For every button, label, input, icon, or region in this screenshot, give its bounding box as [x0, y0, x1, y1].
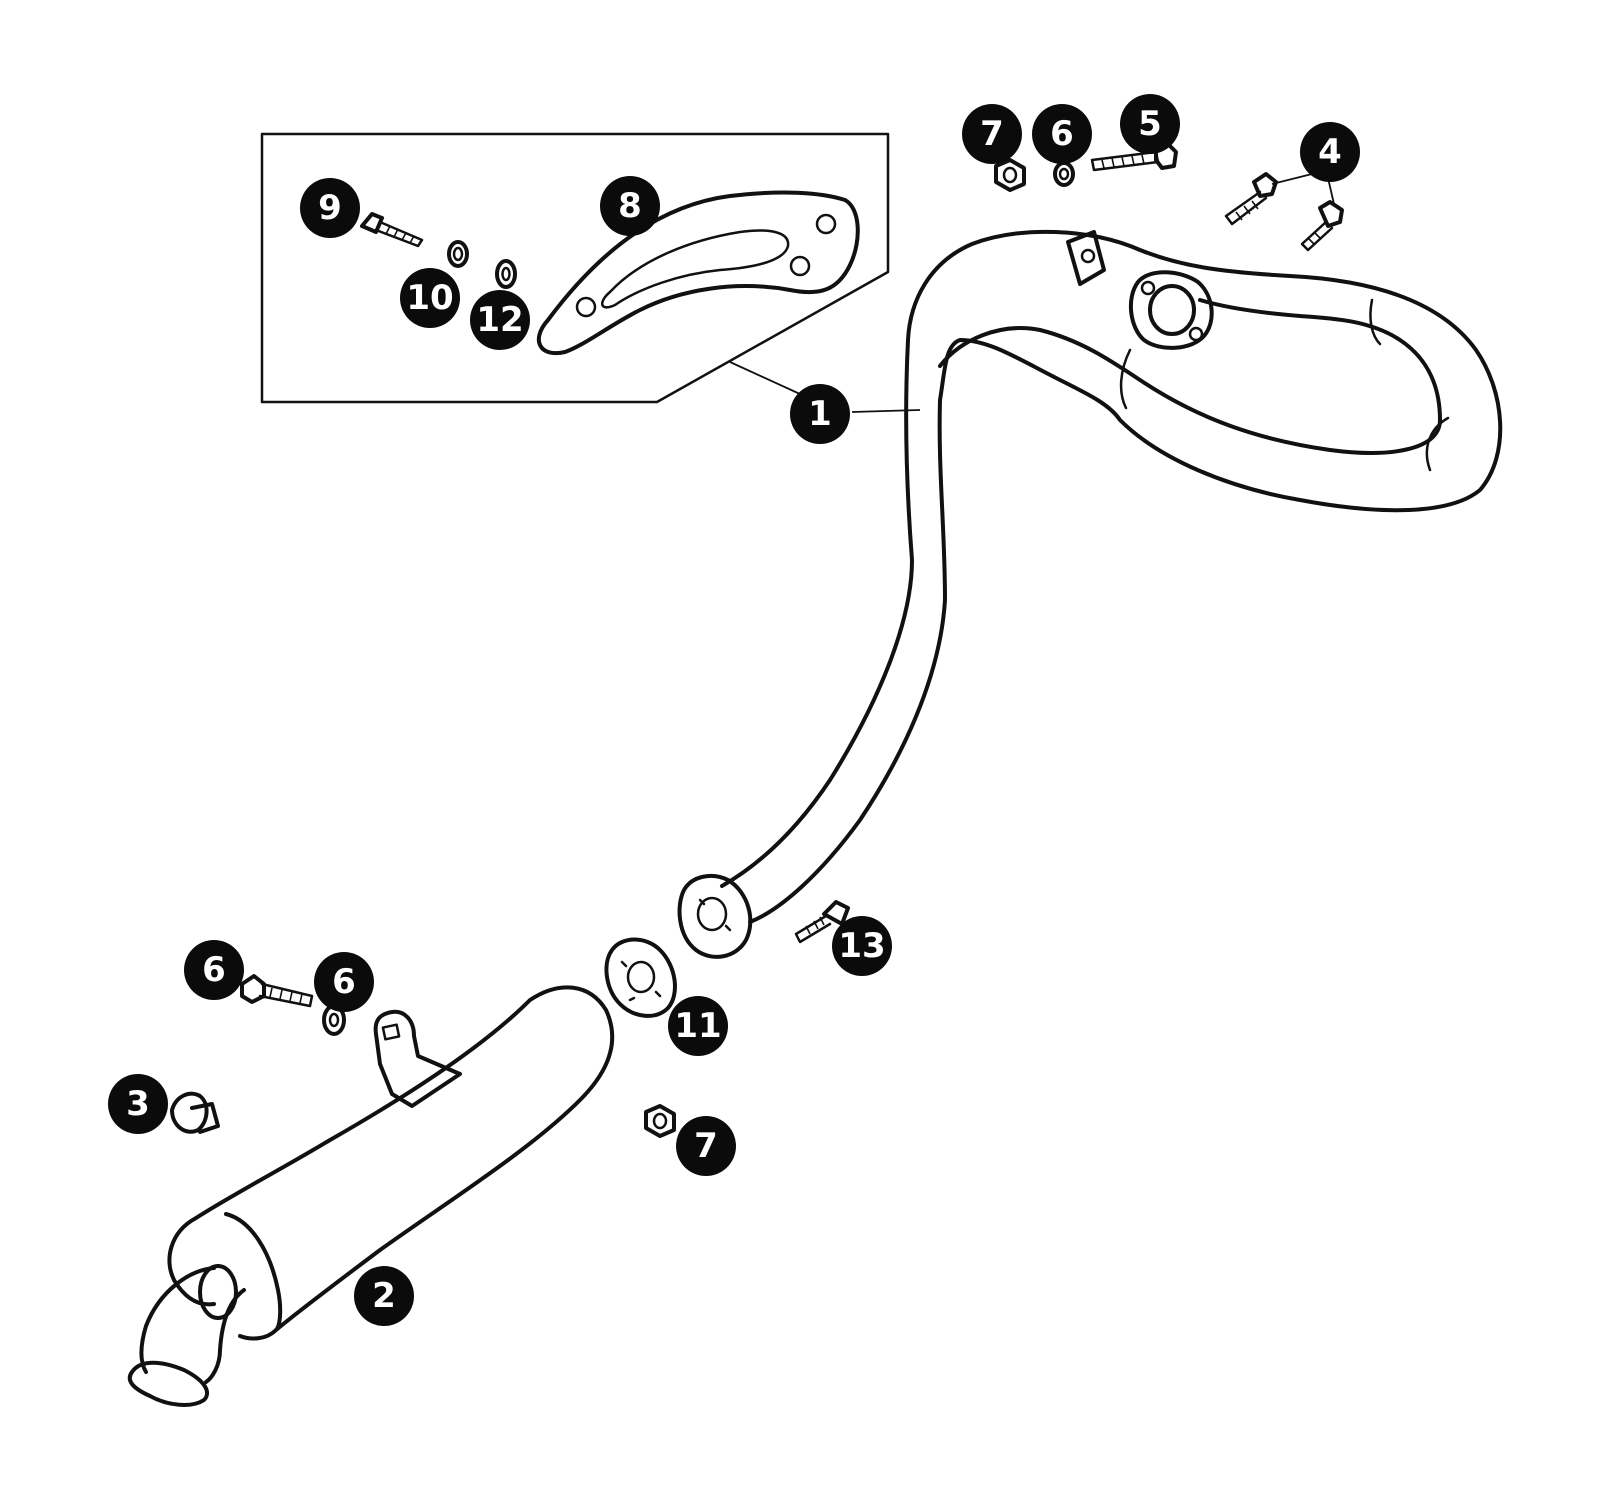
- callout-8: 8: [600, 176, 660, 236]
- callout-13-label: 13: [838, 926, 885, 966]
- callout-5: 5: [1120, 94, 1180, 154]
- gasket-part-11: [604, 937, 677, 1018]
- callout-3: 3: [108, 1074, 168, 1134]
- callout-6-left: 6: [184, 940, 244, 1000]
- washer-part-6-top: [1053, 161, 1075, 187]
- nut-part-7-bottom: [644, 1104, 676, 1138]
- callout-13: 13: [832, 916, 892, 976]
- callout-9-label: 9: [318, 188, 342, 228]
- bolts-part-4: [1224, 172, 1344, 252]
- callout-4: 4: [1300, 122, 1360, 182]
- callout-layer: 1 2 3 4 5 6 6 6: [108, 94, 1360, 1326]
- callout-6-right-label: 6: [332, 962, 356, 1002]
- callout-2-label: 2: [372, 1276, 396, 1316]
- nut-part-7-top: [994, 158, 1026, 192]
- callout-11: 11: [668, 996, 728, 1056]
- washer-part-10: [447, 240, 469, 268]
- bolt-part-6-left: [240, 974, 314, 1008]
- callout-3-label: 3: [126, 1084, 150, 1124]
- callout-11-label: 11: [674, 1006, 721, 1046]
- callout-7-bottom: 7: [676, 1116, 736, 1176]
- callout-5-label: 5: [1138, 104, 1162, 144]
- callout-6-left-label: 6: [202, 950, 226, 990]
- callout-7-top: 7: [962, 104, 1022, 164]
- plug-part-3: [170, 1091, 220, 1134]
- bolt-part-13: [794, 900, 850, 944]
- callout-6-top-label: 6: [1050, 114, 1074, 154]
- heat-shield-plate: [536, 190, 860, 356]
- exhaust-header-pipe: [677, 229, 1503, 959]
- callout-12-label: 12: [476, 300, 523, 340]
- screw-part-9: [360, 212, 424, 248]
- lock-washer-part-12: [495, 259, 517, 289]
- heat-shield-inset-box: [260, 132, 890, 404]
- callout-7-top-label: 7: [980, 114, 1004, 154]
- callout-7-bottom-label: 7: [694, 1126, 718, 1166]
- callout-10: 10: [400, 268, 460, 328]
- leader-part-1: [851, 409, 921, 413]
- callout-6-top: 6: [1032, 104, 1092, 164]
- callout-4-label: 4: [1318, 132, 1342, 172]
- callout-6-right: 6: [314, 952, 374, 1012]
- callout-1-label: 1: [808, 394, 832, 434]
- callout-9: 9: [300, 178, 360, 238]
- callout-1: 1: [790, 384, 850, 444]
- callout-2: 2: [354, 1266, 414, 1326]
- callout-12: 12: [470, 290, 530, 350]
- muffler-part-2: [127, 985, 615, 1407]
- callout-8-label: 8: [618, 186, 642, 226]
- callout-10-label: 10: [406, 278, 453, 318]
